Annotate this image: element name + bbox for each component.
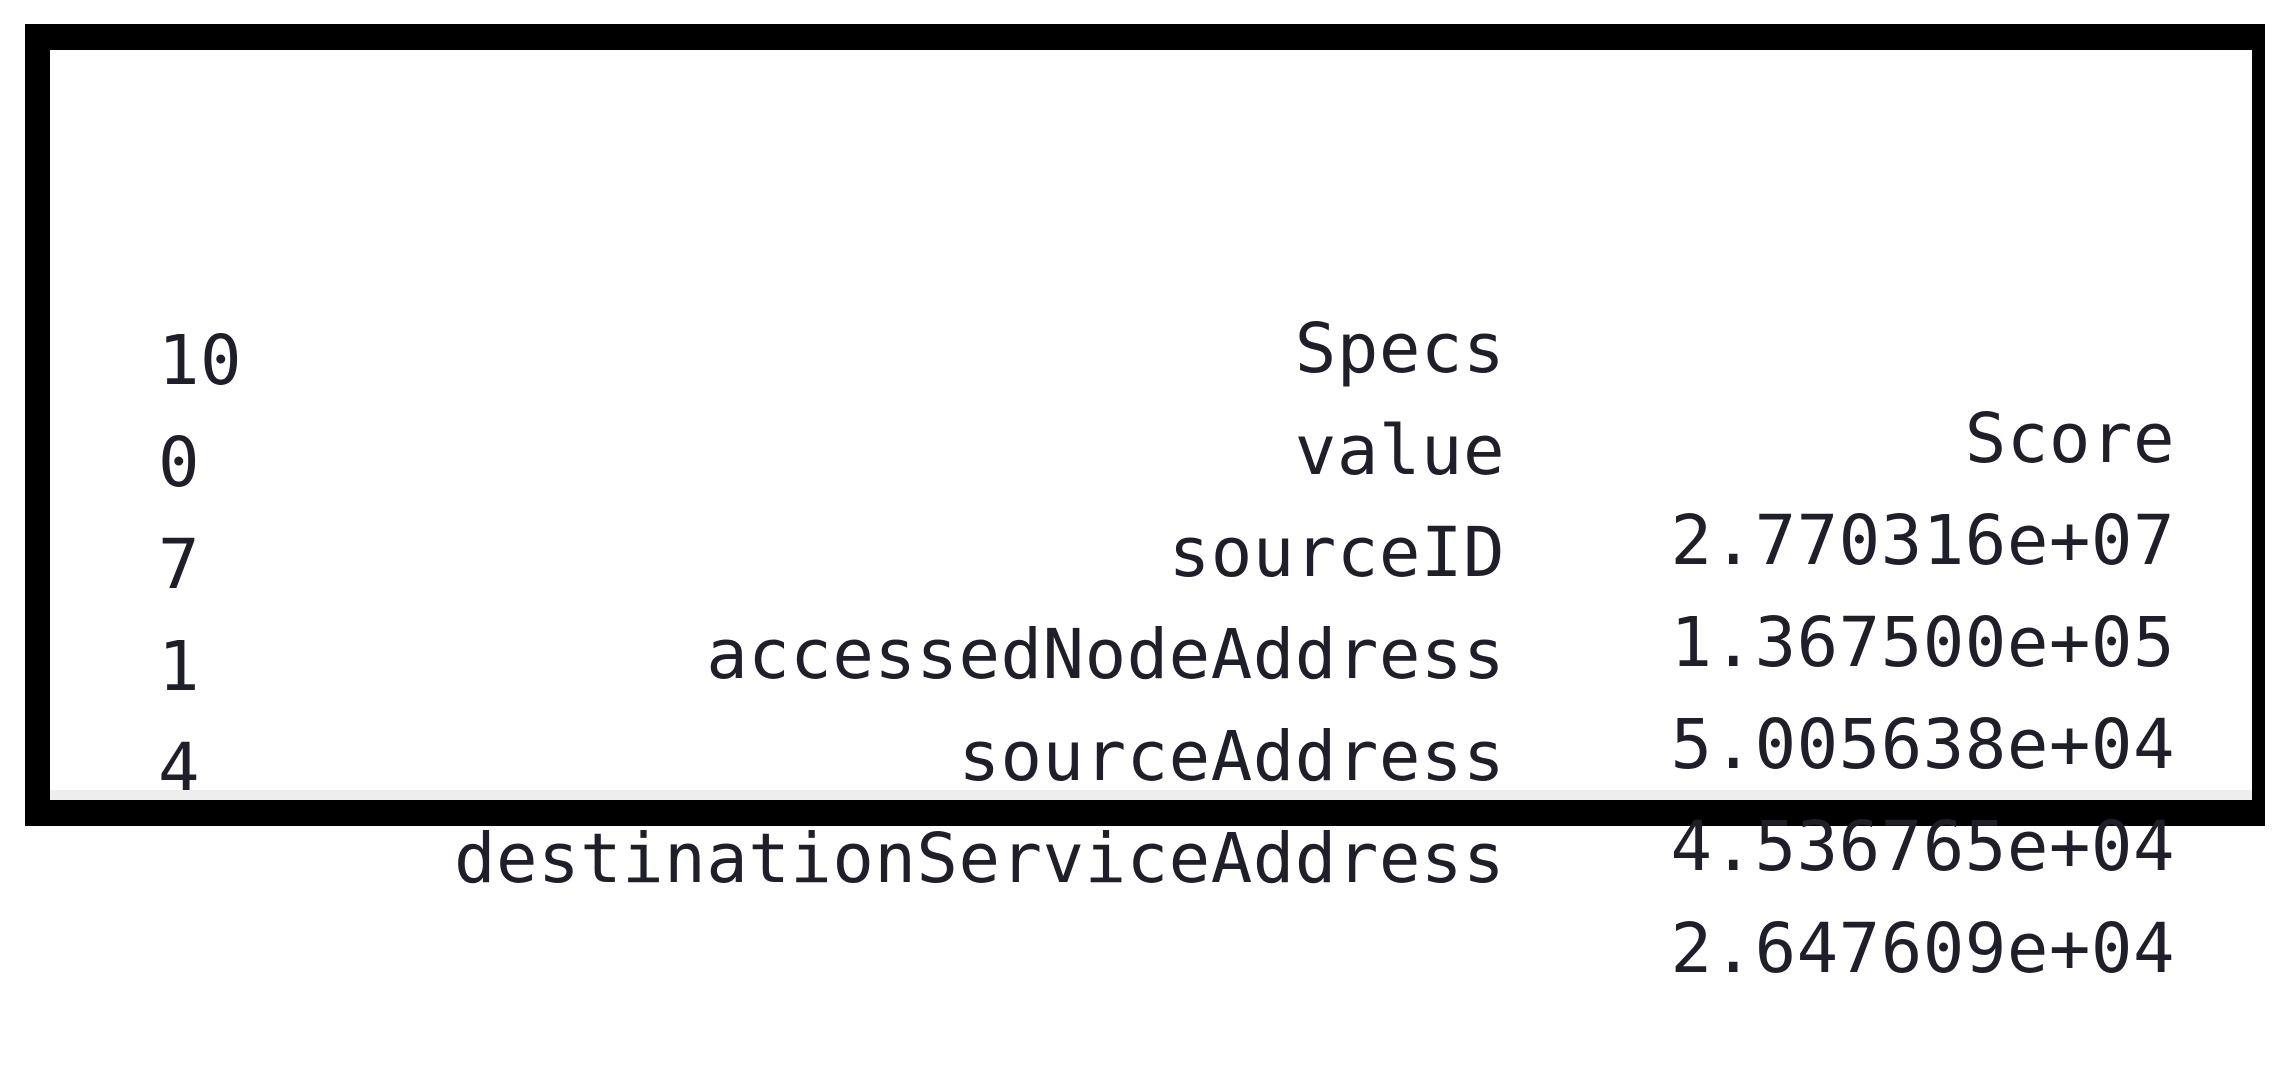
row-index: 0	[158, 423, 201, 503]
row-specs: sourceAddress	[958, 717, 1505, 797]
row-score: 2.647609e+04	[1670, 909, 2175, 989]
row-specs: sourceID	[1168, 513, 1505, 593]
row-index: 7	[158, 525, 201, 605]
header-score: Score	[1964, 399, 2175, 479]
row-specs: accessedNodeAddress	[706, 615, 1505, 695]
row-specs: destinationServiceAddress	[453, 819, 1505, 899]
table-row: 7 accessedNodeAddress 5.005638e+04	[50, 430, 2252, 785]
row-specs: value	[1294, 411, 1505, 491]
row-index: 1	[158, 627, 201, 707]
row-score: 5.005638e+04	[1670, 705, 2175, 785]
table-row: 10 value 2.770316e+07	[50, 226, 2252, 581]
row-index: 10	[158, 321, 243, 401]
table-row: 4 destinationServiceAddress 2.647609e+04	[50, 634, 2252, 989]
header-specs: Specs	[1294, 309, 1505, 389]
panel-bottom-shade	[50, 790, 2252, 800]
row-score: 2.770316e+07	[1670, 501, 2175, 581]
table-row: 1 sourceAddress 4.536765e+04	[50, 532, 2252, 887]
row-score: 1.367500e+05	[1670, 603, 2175, 683]
image-border-frame: Specs Score 10 value 2.770316e+07 0 sour…	[25, 24, 2265, 989]
dataframe-output-panel: Specs Score 10 value 2.770316e+07 0 sour…	[50, 50, 2252, 989]
row-score: 4.536765e+04	[1670, 807, 2175, 887]
row-index: 4	[158, 729, 201, 809]
table-header-row: Specs Score	[50, 124, 2252, 479]
table-row: 0 sourceID 1.367500e+05	[50, 328, 2252, 683]
